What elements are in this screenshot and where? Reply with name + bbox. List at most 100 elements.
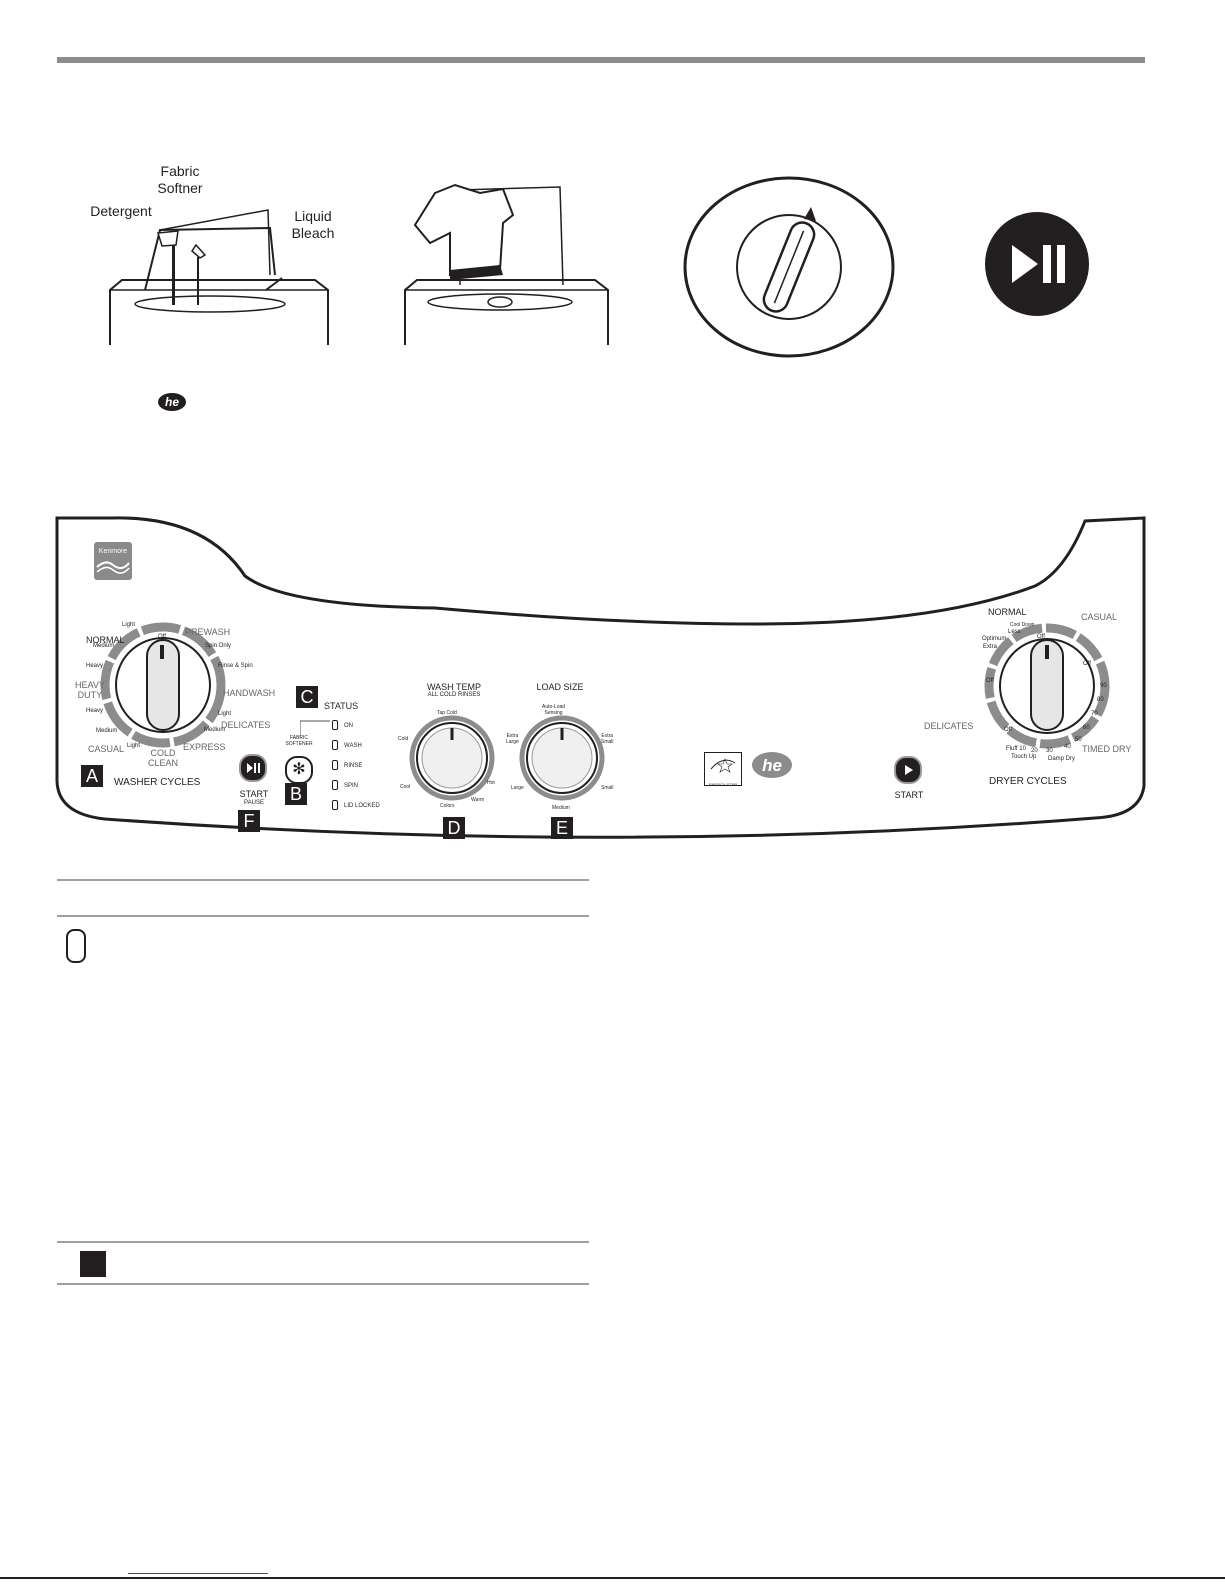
load-size-title: LOAD SIZE — [536, 682, 584, 692]
status-title: STATUS — [324, 701, 359, 711]
washer-heavy-duty-label: HEAVY DUTY — [75, 680, 105, 700]
status-letter: C — [296, 686, 318, 708]
load-size-auto: Auto-Load Sensing — [542, 704, 566, 716]
cycle-dial-illustration — [683, 176, 895, 358]
dryer-num-90: 90 — [1100, 683, 1107, 689]
wash-temp-warm: Warm — [471, 797, 485, 803]
washer-medium2-label: Medium — [96, 728, 118, 734]
he-logo-icon: he — [158, 393, 186, 411]
footer-link-underline[interactable] — [128, 1573, 268, 1574]
washer-heavy2-label: Heavy — [86, 708, 104, 714]
dryer-start-label: START — [894, 790, 924, 800]
dryer-casual-label: CASUAL — [1081, 612, 1118, 622]
dryer-off3-label: Off — [1004, 727, 1012, 733]
dryer-off4-label: Off — [1083, 661, 1091, 667]
washer-handwash-label: HANDWASH — [223, 688, 276, 698]
dryer-extra-label: Extra — [983, 644, 998, 650]
load-size-medium: Medium — [552, 805, 570, 811]
washer-dispensers-illustration — [109, 209, 329, 345]
top-rule — [57, 57, 1145, 63]
dryer-off-label: Off — [1037, 634, 1045, 640]
fabric-softener-letter: B — [285, 783, 307, 805]
dryer-num-30: 30 — [1046, 748, 1053, 754]
load-clothes-illustration — [404, 183, 609, 345]
washer-light-label: Light — [122, 622, 136, 628]
washer-spin-only-label: Spin Only — [205, 643, 232, 649]
washer-express-label: EXPRESS — [183, 742, 226, 752]
dryer-timed-dry-label: TIMED DRY — [1082, 744, 1132, 754]
fabric-softener-label: Fabric Softner — [157, 163, 203, 196]
washer-prewash-label: PREWASH — [185, 627, 231, 637]
section-rule-3 — [57, 1241, 589, 1243]
wash-temp-colors: Colors — [440, 803, 455, 809]
svg-text:he: he — [165, 395, 179, 409]
status-list: ON WASH RINSE SPIN LID LOCKED — [332, 716, 380, 816]
washer-cold-clean-label: COLD CLEAN — [148, 748, 179, 768]
start-label: START — [239, 789, 269, 799]
liquid-bleach-label: Liquid Bleach — [291, 208, 335, 241]
section-rule-4 — [57, 1283, 589, 1285]
dryer-num-60: 60 — [1083, 725, 1090, 731]
start-pause-icon — [985, 212, 1089, 316]
wash-temp-cool: Cool — [400, 784, 411, 790]
status-light-icon — [66, 929, 86, 963]
washer-cycles-letter: A — [81, 765, 103, 787]
dryer-start-button[interactable] — [894, 756, 922, 784]
status-item-rinse: RINSE — [332, 756, 380, 776]
dryer-num-80: 80 — [1097, 697, 1104, 703]
dryer-fluff-label: Fluff 10 — [1006, 746, 1026, 752]
washer-light3-label: Light — [218, 711, 232, 717]
washer-cycles-title: WASHER CYCLES — [114, 777, 201, 788]
washer-off-label: Off — [158, 634, 166, 640]
washer-light2-label: Light — [127, 743, 141, 749]
svg-text:he: he — [762, 756, 782, 775]
dryer-cool-down-label: Cool Down — [1010, 622, 1035, 628]
wash-temp-tap-cold: Tap Cold — [437, 710, 457, 716]
washer-medium3-label: Medium — [204, 727, 226, 733]
start-pause-button[interactable] — [239, 754, 267, 782]
wash-temp-letter: D — [443, 817, 465, 839]
washer-heavy-label: Heavy — [86, 663, 104, 669]
wash-temp-knob[interactable] — [409, 715, 495, 801]
status-item-spin: SPIN — [332, 776, 380, 796]
dryer-num-40: 40 — [1064, 744, 1071, 750]
dryer-less-label: Less — [1008, 629, 1021, 635]
section-rule-1 — [57, 879, 589, 881]
dryer-num-70: 70 — [1091, 711, 1098, 717]
status-bracket — [300, 720, 330, 737]
dryer-touch-up-label: Touch Up — [1011, 754, 1037, 760]
dryer-delicates-label: DELICATES — [924, 721, 974, 731]
status-item-on: ON — [332, 716, 380, 736]
fabric-softener-button[interactable]: ✻ — [285, 756, 313, 784]
black-square-icon — [80, 1251, 106, 1277]
dryer-off2-label: Off — [986, 678, 994, 684]
dryer-num-50: 50 — [1075, 737, 1082, 743]
wash-temp-title: WASH TEMP — [426, 682, 481, 692]
washer-normal-label: NORMAL — [86, 635, 125, 645]
dryer-cycles-title: DRYER CYCLES — [989, 776, 1067, 787]
wash-temp-hot: Hot — [487, 780, 495, 786]
status-item-wash: WASH — [332, 736, 380, 756]
kenmore-logo: Kenmore — [94, 542, 132, 580]
wash-temp-cold: Cold — [398, 736, 409, 742]
load-size-extra-large: Extra Large — [506, 733, 519, 745]
start-pause-letter: F — [238, 810, 260, 832]
washer-cycles-knob[interactable] — [100, 618, 230, 753]
washer-casual-label: CASUAL — [88, 744, 125, 754]
load-size-small: Small — [601, 785, 614, 791]
load-size-knob[interactable] — [519, 715, 605, 801]
washer-medium-label: Medium — [93, 643, 115, 649]
load-size-large: Large — [511, 785, 524, 791]
washer-rinse-spin-label: Rinse & Spin — [218, 663, 253, 669]
dryer-cycles-knob[interactable] — [983, 618, 1113, 753]
wash-temp-subtitle: ALL COLD RINSES — [427, 692, 481, 698]
he-logo-panel-icon: he — [752, 752, 792, 778]
fabric-softener-panel-label: FABRIC SOFTENER — [285, 735, 313, 747]
pause-label: PAUSE — [244, 800, 264, 806]
dryer-normal-label: NORMAL — [988, 607, 1027, 617]
dryer-damp-dry-label: Damp Dry — [1048, 756, 1076, 762]
dryer-optimum-label: Optimum — [982, 636, 1007, 642]
section-rule-2 — [57, 915, 589, 917]
washer-delicates-label: DELICATES — [221, 720, 271, 730]
dryer-num-20: 20 — [1031, 748, 1038, 754]
